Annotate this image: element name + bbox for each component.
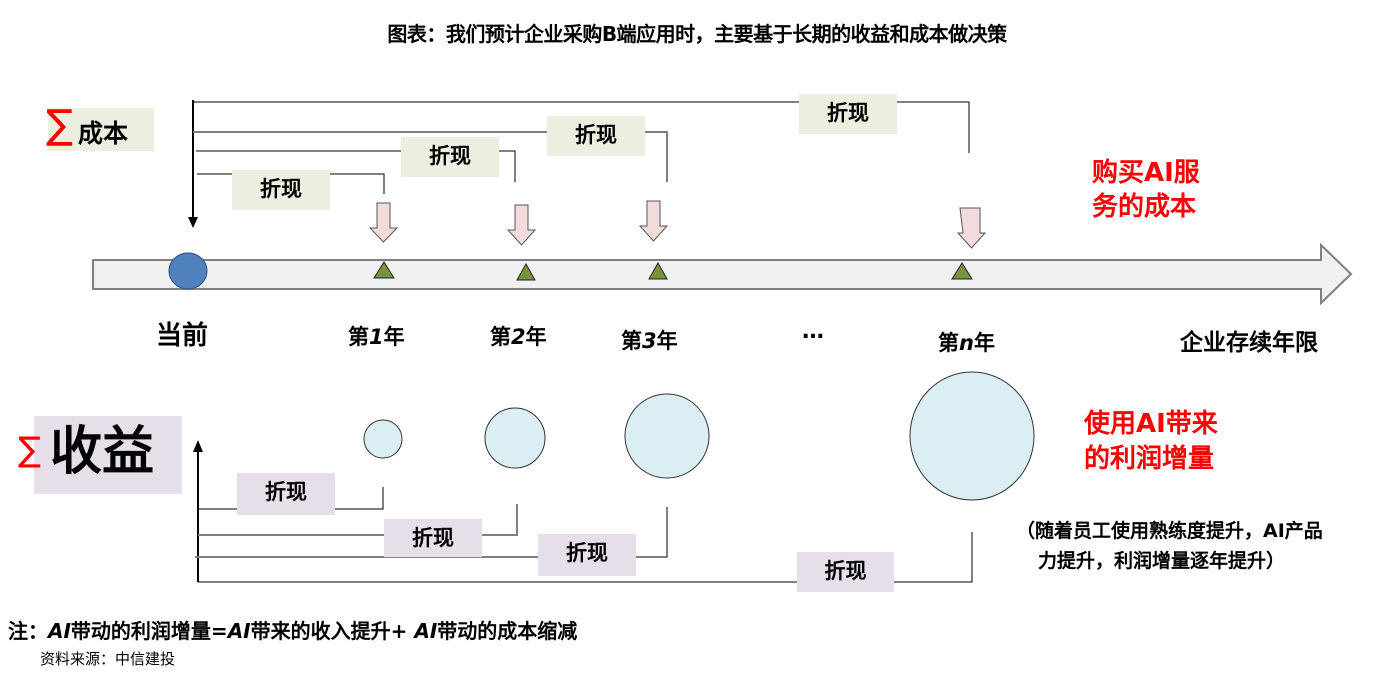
revenue-annotation: 使用AI带来的利润增量	[1084, 409, 1218, 474]
revenue-label: ∑ 收益	[18, 416, 182, 494]
revenue-axis-arrowhead	[193, 440, 203, 452]
cost-bracket-year-2	[196, 150, 516, 182]
timeline-start-label: 当前	[156, 321, 209, 351]
timeline-ellipsis: …	[802, 319, 824, 344]
cost-axis-arrowhead	[188, 217, 198, 228]
profit-bubble-year-1	[363, 419, 403, 459]
cost-discount-year-2: 折现	[401, 137, 499, 177]
year-n-marker	[951, 262, 973, 280]
source-note: 资料来源：中信建投	[40, 650, 176, 668]
cost-discount-year-n: 折现	[799, 94, 897, 134]
timeline-year-3-label: 第3年	[621, 329, 678, 353]
cost-label-text: 成本	[78, 119, 129, 148]
cost-discount-year-1: 折现	[232, 170, 330, 210]
year-2-marker	[516, 262, 536, 281]
cost-annotation: 购买AI服务的成本	[1092, 158, 1200, 222]
cost-label: ∑ 成本	[46, 102, 154, 151]
revenue-discount-year-3: 折现	[538, 534, 636, 576]
sigma-icon: ∑	[46, 102, 73, 148]
cost-arrow-year-1	[368, 202, 399, 243]
cost-arrow-year-2	[506, 204, 537, 246]
revenue-discount-year-n: 折现	[797, 552, 894, 592]
cost-arrow-year-3	[638, 200, 669, 242]
timeline-end-label: 企业存续年限	[1180, 330, 1318, 356]
profit-bubble-year-n	[909, 371, 1035, 501]
cost-bracket-year-3	[193, 131, 668, 182]
year-1-marker	[373, 261, 395, 279]
sigma-icon: ∑	[18, 430, 41, 470]
timeline-year-1-label: 第1年	[348, 325, 405, 349]
revenue-note: （随着员工使用熟练度提升，AI产品力提升，利润增量逐年提升）	[1016, 520, 1323, 572]
profit-bubble-year-3	[624, 393, 710, 479]
footnote: 注：AI带动的利润增量=AI带来的收入提升+ AI带动的成本缩减	[8, 619, 578, 643]
timeline-arrow	[92, 242, 1353, 306]
timeline-year-n-label: 第n年	[938, 331, 995, 355]
year-3-marker	[648, 261, 668, 280]
profit-bubble-year-2	[484, 407, 546, 469]
revenue-bracket-year-2	[198, 504, 518, 536]
current-dot	[168, 252, 208, 290]
cost-discount-year-3: 折现	[547, 116, 645, 156]
revenue-discount-year-2: 折现	[384, 519, 482, 557]
cost-arrow-year-n	[956, 207, 987, 249]
timeline-year-2-label: 第2年	[490, 325, 547, 349]
chart-title: 图表：我们预计企业采购B端应用时，主要基于长期的收益和成本做决策	[387, 22, 1007, 46]
revenue-bracket-year-n	[198, 532, 973, 583]
revenue-label-text: 收益	[50, 422, 155, 482]
revenue-discount-year-1: 折现	[237, 473, 335, 515]
cost-bracket-year-n	[193, 101, 970, 153]
